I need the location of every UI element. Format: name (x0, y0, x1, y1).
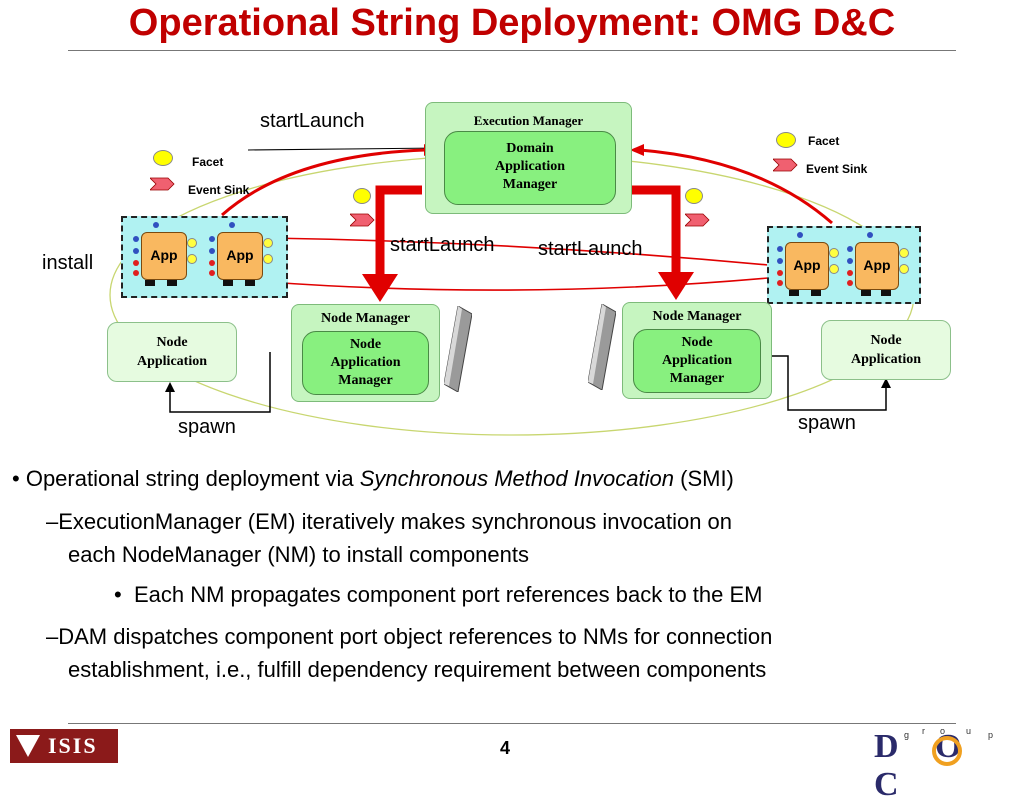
server-blade-icon (444, 306, 472, 392)
server-blade-icon (588, 304, 616, 390)
execution-manager: Execution Manager Domain Application Man… (425, 102, 632, 214)
event-sink-icon (350, 213, 375, 227)
install-label: install (42, 252, 94, 274)
title-rule (68, 50, 956, 51)
right-thick-arrow (630, 185, 681, 276)
spawn-left-connector (169, 352, 271, 413)
bullet-2: –ExecutionManager (EM) iteratively makes… (46, 509, 733, 567)
bullet-4: –DAM dispatches component port object re… (46, 624, 773, 682)
connection-line-1 (267, 237, 769, 266)
domain-application-manager: Domain Application Manager (444, 131, 616, 205)
start-launch-label-right: startLaunch (538, 238, 643, 260)
legend-left-facet: Facet (192, 155, 224, 169)
event-sink-icon (685, 213, 710, 227)
event-sink-icon (150, 177, 175, 191)
spawn-right-arrow-head (881, 378, 891, 388)
page-number: 4 (500, 738, 511, 758)
start-launch-label-top: startLaunch (260, 110, 365, 132)
node-manager-right-label: Node Manager (652, 309, 742, 324)
page-title: Operational String Deployment: OMG D&C (128, 2, 896, 44)
doc-group-logo: D O C g r o u p (874, 726, 994, 803)
bullet-1: • Operational string deployment via Sync… (12, 466, 734, 491)
node-application-manager-right: Node Application Manager (633, 329, 761, 393)
node-manager-left: Node Manager Node Application Manager (291, 304, 440, 402)
app-component: App (217, 232, 263, 280)
facet-icon (776, 132, 796, 148)
facet-icon (153, 150, 173, 166)
app-component: App (785, 242, 829, 290)
node-manager-right: Node Manager Node Application Manager (622, 302, 772, 399)
right-thick-arrow-head (658, 272, 694, 300)
legend-left-event-sink: Event Sink (188, 183, 250, 197)
app-component: App (855, 242, 899, 290)
node-application-manager-left: Node Application Manager (302, 331, 429, 395)
event-sink-icon (773, 158, 798, 172)
execution-manager-label: Execution Manager (473, 113, 584, 128)
dam-line-2: Application (494, 159, 565, 174)
spawn-label-left: spawn (178, 416, 236, 438)
app-component: App (141, 232, 187, 280)
dam-line-1: Domain (506, 141, 554, 156)
right-curved-arrow (639, 148, 833, 225)
isis-logo: ISIS (10, 729, 118, 763)
bullet-3: • Each NM propagates component port refe… (114, 582, 763, 607)
left-curved-arrow (221, 148, 426, 217)
spawn-label-right: spawn (798, 412, 856, 434)
legend-right-facet: Facet (808, 134, 840, 148)
right-curved-arrow-head (630, 144, 644, 156)
facet-icon (685, 188, 703, 204)
dam-line-3: Manager (502, 177, 558, 192)
footer-rule (68, 723, 956, 724)
start-launch-arrow (247, 147, 441, 151)
left-thick-arrow (375, 185, 422, 278)
node-manager-left-label: Node Manager (320, 311, 411, 326)
app-container-left: App App (121, 216, 288, 298)
facet-icon (353, 188, 371, 204)
spawn-left-arrow-head (165, 382, 175, 392)
start-launch-label-left: startLaunch (390, 234, 495, 256)
app-container-right: App App (767, 226, 921, 304)
connection-line-2 (267, 277, 769, 291)
spawn-right-connector (772, 355, 887, 411)
node-application-right: Node Application (821, 320, 951, 380)
node-application-left: Node Application (107, 322, 237, 382)
legend-right-event-sink: Event Sink (806, 162, 868, 176)
